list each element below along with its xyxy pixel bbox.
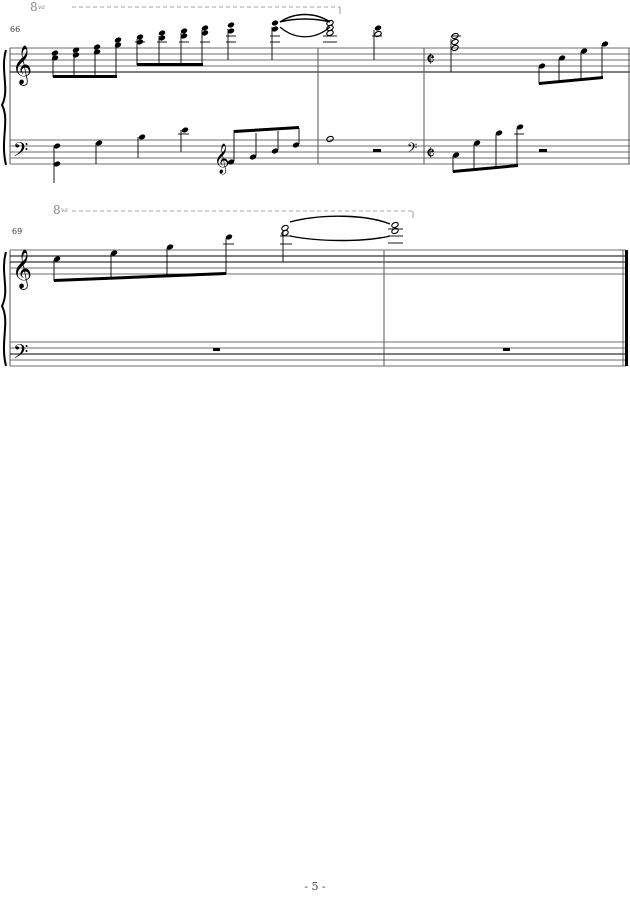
bass-staff xyxy=(10,139,630,165)
grand-staff-brace xyxy=(0,251,7,367)
final-barline-thick xyxy=(625,250,628,366)
treble-clef-change-icon: 𝄞 xyxy=(214,143,229,175)
octave-marking-suffix: va xyxy=(61,207,68,214)
cut-time-icon: 𝄵 xyxy=(426,47,435,71)
grand-staff-brace xyxy=(0,49,7,166)
octave-marking-8va: 8 xyxy=(53,203,61,217)
measure-66-treble xyxy=(50,13,331,78)
octave-marking-suffix: va xyxy=(38,4,45,11)
measure-66-bass: 𝄞 xyxy=(52,126,301,183)
page-number: - 5 - xyxy=(304,880,326,893)
tie xyxy=(289,215,391,225)
whole-rest xyxy=(503,348,510,351)
measure-68-treble: 𝄵 xyxy=(426,31,610,85)
whole-rest xyxy=(213,348,220,351)
half-rest xyxy=(373,149,381,152)
treble-staff xyxy=(10,47,630,73)
octave-marking-8va: 8 xyxy=(30,0,38,14)
bass-clef-icon: 𝄢 xyxy=(13,340,28,368)
tie xyxy=(289,235,391,242)
measure-67-bass: 𝄢 xyxy=(325,134,417,159)
bass-clef-icon: 𝄢 xyxy=(13,138,28,166)
measure-number-66: 66 xyxy=(10,25,20,34)
cut-time-icon: 𝄵 xyxy=(426,141,435,165)
treble-staff xyxy=(10,249,626,275)
measure-number-69: 69 xyxy=(12,227,22,236)
tie xyxy=(279,26,331,38)
bass-clef-change-icon: 𝄢 xyxy=(407,140,417,159)
treble-clef-icon: 𝄞 xyxy=(12,249,32,290)
system-1: 8 va 66 𝄞 𝄢 xyxy=(0,0,630,183)
bass-staff xyxy=(10,341,626,367)
treble-clef-icon: 𝄞 xyxy=(12,45,32,86)
measure-69-treble xyxy=(52,215,403,282)
tie xyxy=(279,13,331,23)
measure-67-treble xyxy=(323,18,383,60)
half-rest xyxy=(539,149,547,152)
system-2: 8 va 69 𝄞 𝄢 xyxy=(0,203,628,368)
measure-68-bass: 𝄵 xyxy=(426,123,547,173)
